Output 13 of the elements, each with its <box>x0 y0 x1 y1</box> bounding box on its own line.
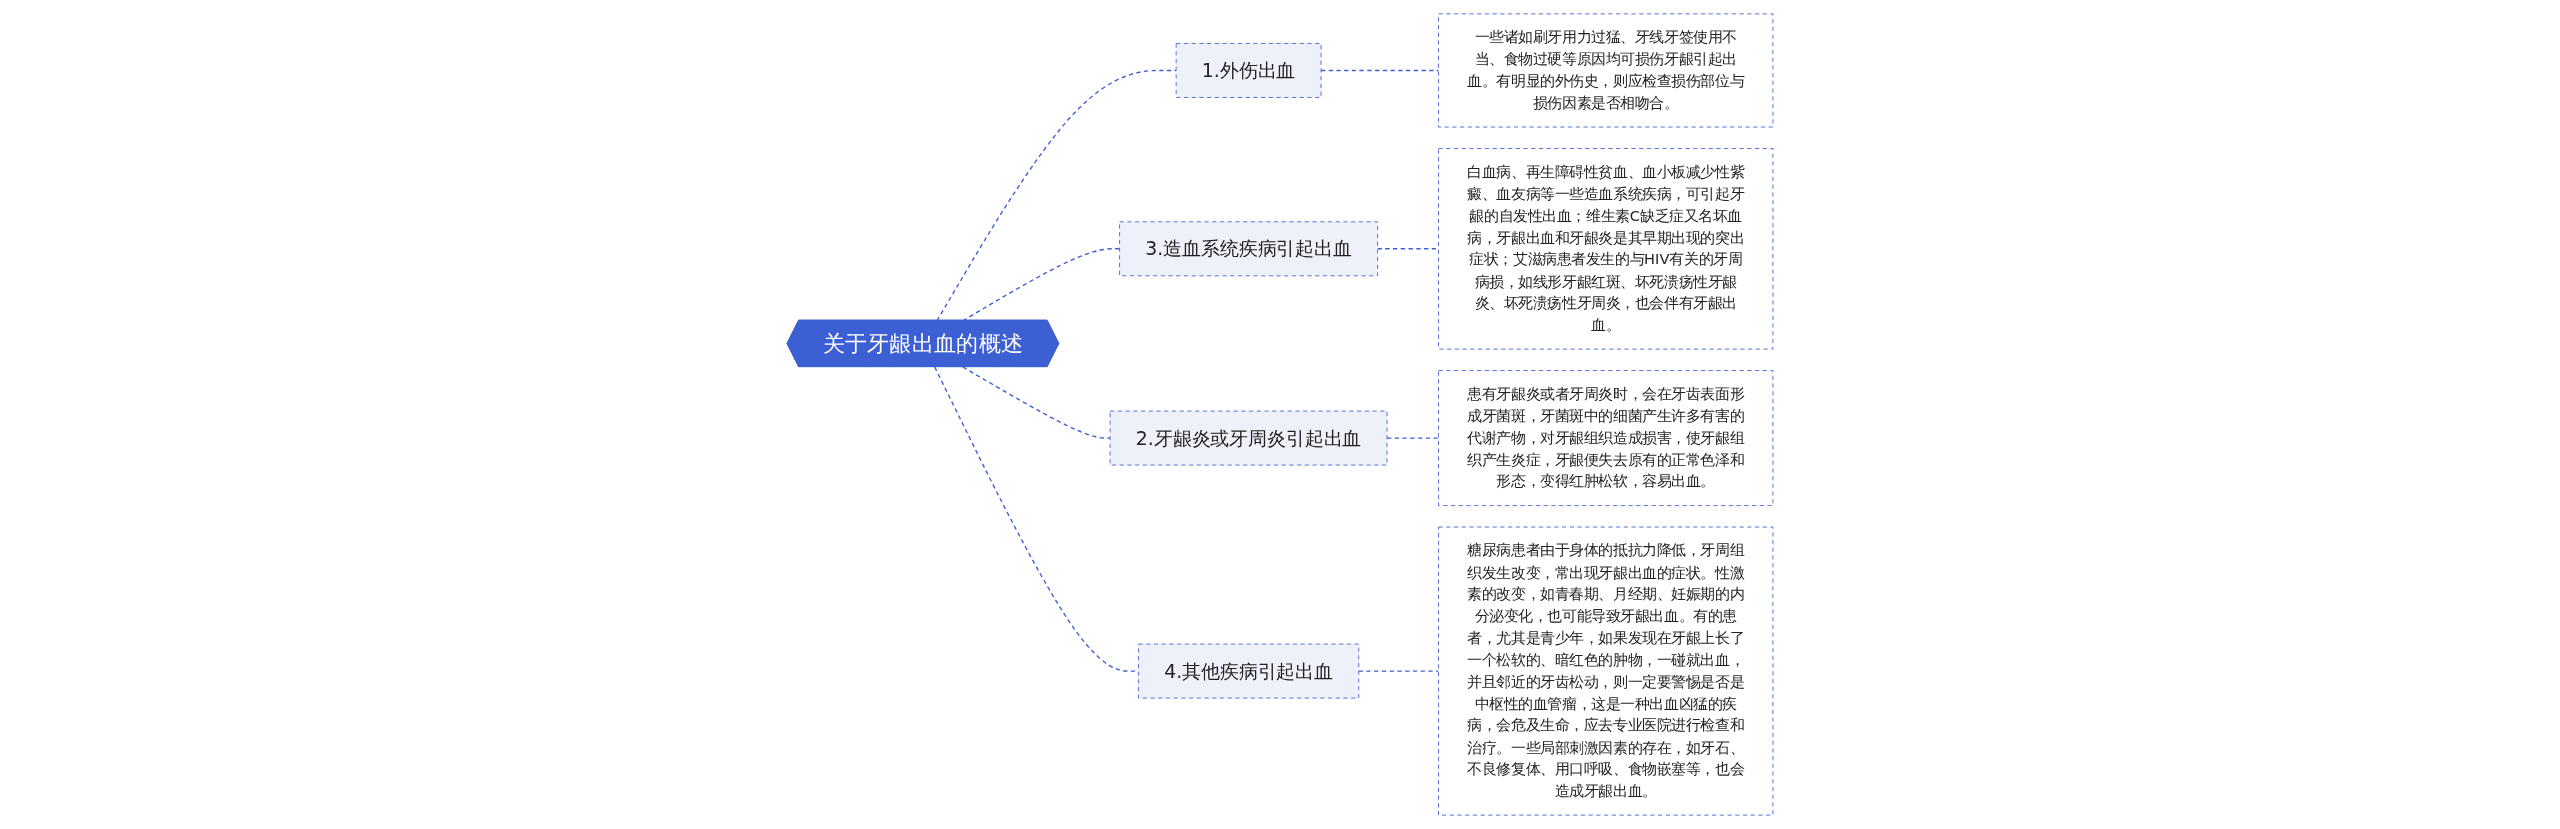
node-box: 3.造血系统疾病引起出血 <box>1119 221 1379 277</box>
node-box: 4.其他疾病引起出血 <box>1138 643 1360 699</box>
node-box: 患有牙龈炎或者牙周炎时，会在牙齿表面形成牙菌斑，牙菌斑中的细菌产生许多有害的代谢产物，对牙龈组织造成损害，使牙龈组织产生炎症，牙龈便失去原有的正常色泽和形态，变得红肿松软，容易出血。 <box>1438 370 1774 507</box>
connector <box>962 366 1111 439</box>
connector <box>1358 670 1440 672</box>
connector <box>1386 437 1440 439</box>
node-box: 糖尿病患者由于身体的抵抗力降低，牙周组织发生改变，常出现牙龈出血的症状。性激素的改变，如青春期、月经期、妊娠期的内分泌变化，也可能导致牙龈出血。有的患者，尤其是青少年，如果发现在牙龈上长了一个松软的、暗红色的肿物，一碰就出血，并且邻近的牙齿松动，则一定要警惕是否是中枢性的血管瘤，这是一种出血凶猛的疾病，会危及生命，应去专业医院进行检查和治疗。一些局部刺激因素的存在，如牙石、不良修复体、用口呼吸、食物嵌塞等，也会造成牙龈出血。 <box>1438 526 1774 816</box>
node-box: 白血病、再生障碍性贫血、血小板减少性紫癜、血友病等一些造血系统疾病，可引起牙龈的自发性出血；维生素C缺乏症又名坏血病，牙龈出血和牙龈炎是其早期出现的突出症状；艾滋病患者发生的与HIV有关的牙周病损，如线形牙龈红斑、坏死溃疡性牙龈炎、坏死溃疡性牙周炎，也会伴有牙龈出血。 <box>1438 148 1774 350</box>
connector <box>1320 69 1440 72</box>
node-box: 2.牙龈炎或牙周炎引起出血 <box>1109 410 1388 466</box>
connector <box>962 248 1121 322</box>
node-box: 1.外伤出血 <box>1175 43 1322 98</box>
node-box: 一些诸如刷牙用力过猛、牙线牙签使用不当、食物过硬等原因均可损伤牙龈引起出血。有明显的外伤史，则应检查损伤部位与损伤因素是否相吻合。 <box>1438 13 1774 128</box>
